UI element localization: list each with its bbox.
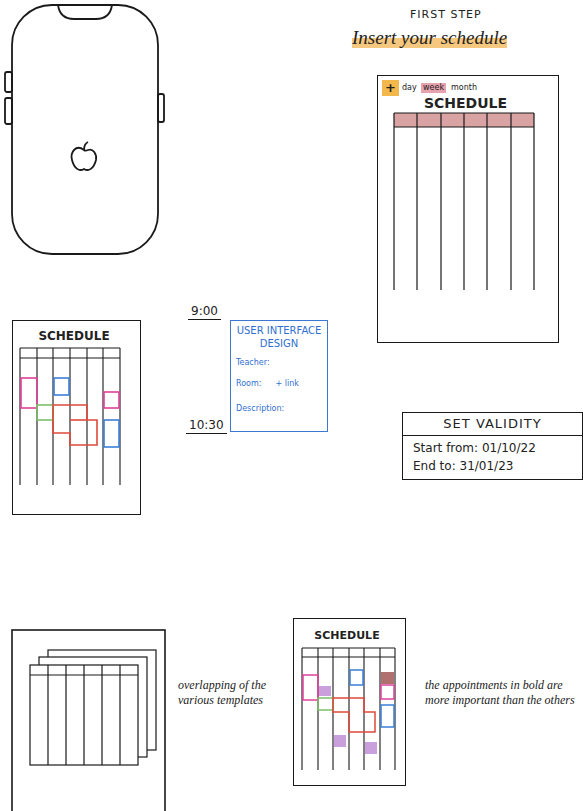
screen-title: SCHEDULE [378,95,553,112]
time-mark: 10:30 [186,418,227,434]
lesson-card: USER INTERFACE DESIGN Teacher: Room: + link… [230,320,328,432]
step-heading: Insert your schedule [352,26,507,50]
view-tab: day [402,83,417,93]
field-label: Room: [236,379,261,389]
phone-sketch [5,5,164,254]
phone-frame [12,630,165,811]
panel-title: SET VALIDITY [403,413,582,436]
add-button: + [382,80,399,96]
appointment-blocks [303,670,394,754]
phone-frame: SCHEDULE [12,320,141,515]
schedule-grid [20,348,120,485]
note: the appointments in bold are more import… [425,678,575,708]
stacked-templates [30,650,156,765]
link-text: + link [275,379,298,389]
field-label: Description: [236,404,322,414]
step-title: FIRST STEP [410,8,482,22]
validity-panel: SET VALIDITY Start from: 01/10/22End to: … [402,412,583,480]
phone-frame: SCHEDULE [293,618,406,786]
view-tab: month [451,83,477,93]
date-field: Start from: 01/10/22 [413,441,536,455]
schedule-grid [394,113,534,290]
note: overlapping of the various templates [178,678,283,708]
phone-frame: +dayweek monthSCHEDULE [377,75,559,343]
appointment-blocks [21,378,119,447]
lesson-title: USER INTERFACE DESIGN [236,325,322,350]
schedule-grid [302,648,395,770]
screen-title: SCHEDULE [294,629,400,642]
field-label: Teacher: [236,358,322,368]
time-mark: 9:00 [188,304,221,320]
date-field: End to: 31/01/23 [413,459,513,473]
screen-title: SCHEDULE [13,329,135,343]
view-tab-active: week [421,83,446,93]
